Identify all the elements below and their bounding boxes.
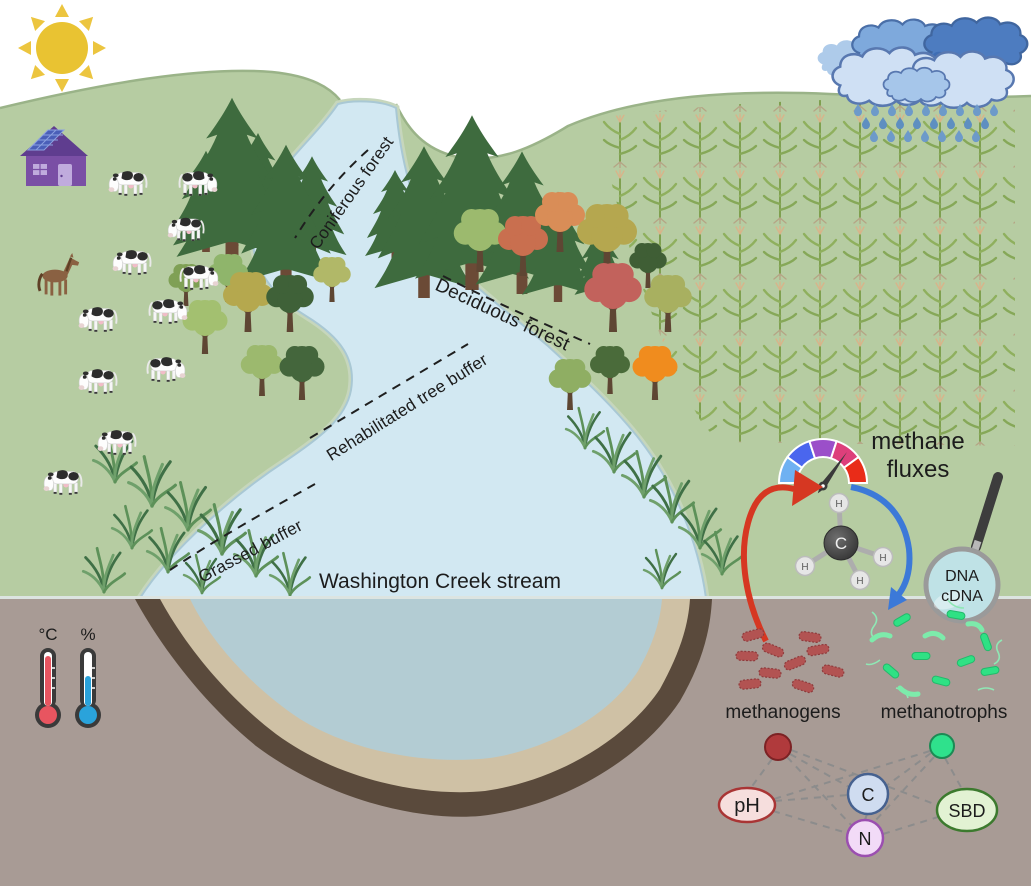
node-sbd: SBD (935, 787, 999, 833)
node-ph-label: pH (734, 795, 760, 817)
solar-house-icon (20, 126, 88, 186)
soil-sensors: °C % (35, 625, 101, 728)
dna-label-line1: DNA (945, 568, 979, 585)
dna-magnifier-icon: DNA cDNA (923, 472, 1003, 624)
methane-fluxes-label-line2: fluxes (887, 456, 950, 483)
node-n: N (845, 818, 885, 858)
methanogens-label: methanogens (725, 702, 840, 723)
node-c: C (846, 772, 890, 816)
stream-cross-section (135, 599, 712, 817)
stream-name-label: Washington Creek stream (319, 570, 561, 593)
h-atom-label: H (801, 562, 808, 573)
carbon-atom-label: C (835, 534, 847, 553)
thermometer-celsius-icon (35, 648, 61, 728)
uptake-arrow-icon (850, 484, 913, 610)
thermometer-humidity-icon (75, 648, 101, 728)
corn-field (597, 98, 1015, 446)
h-atom-label: H (879, 553, 886, 564)
correlation-network: pH C N SBD (717, 733, 999, 858)
node-c-label: C (862, 785, 875, 805)
methanogens-node (764, 733, 792, 761)
buffer-guide-dashes (169, 149, 591, 571)
hydrogen-atoms: H H H H (794, 492, 894, 591)
methane-molecule-icon: H H H H C (794, 492, 894, 591)
sun-icon (18, 4, 106, 92)
node-n-label: N (859, 829, 872, 849)
emission-arrow-icon (741, 470, 823, 643)
temperature-unit-label: °C (38, 625, 57, 644)
methanotrophs-node (929, 733, 955, 759)
dna-label-line2: cDNA (941, 588, 983, 605)
h-atom-label: H (856, 576, 863, 587)
node-ph: pH (717, 786, 777, 824)
methane-fluxes-label-line1: methane (871, 428, 964, 455)
methane-flux-gauge-icon (777, 438, 869, 494)
humidity-unit-label: % (80, 625, 95, 644)
methanotrophs-icon (865, 599, 1003, 699)
node-sbd-label: SBD (948, 801, 985, 821)
h-atom-label: H (835, 499, 842, 510)
methanotrophs-label: methanotrophs (881, 702, 1008, 723)
